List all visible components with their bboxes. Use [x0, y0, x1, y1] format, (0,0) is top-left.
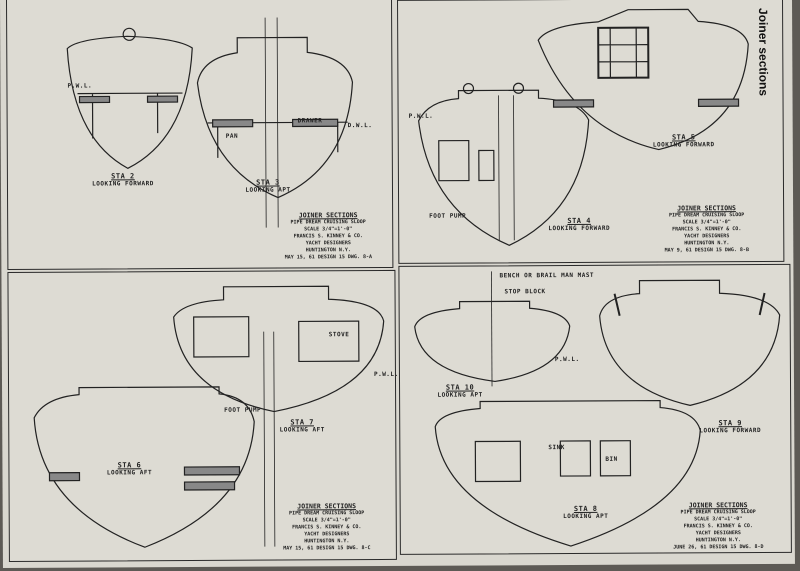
- note-pan: PAN: [225, 132, 239, 140]
- note-foot-pump: FOOT PUMP: [224, 406, 262, 414]
- panel-stations-8-9-10: BENCH OR BRAIL MAN MAST STOP BLOCK P.W.L…: [398, 263, 792, 555]
- note-foot-pump: FOOT PUMP: [429, 212, 467, 220]
- hull-drawing-sta-4-5: [418, 8, 749, 246]
- note-stove: STOVE: [328, 331, 350, 339]
- hull-drawing-sta-8-9-10: [414, 271, 781, 547]
- note-bin: BIN: [605, 455, 618, 463]
- note-pwl: P.W.L.: [373, 370, 399, 379]
- note-dwl: D.W.L.: [347, 122, 373, 130]
- hull-drawing-sta-6-7: [33, 285, 385, 548]
- note-sink: SINK: [548, 444, 565, 452]
- note-pwl: P.W.L.: [408, 112, 434, 120]
- note-mast: BENCH OR BRAIL MAN MAST: [499, 271, 595, 280]
- page-side-title: Joiner sections: [756, 7, 771, 97]
- hull-drawing-sta-2-3: [66, 17, 354, 228]
- note-pwl: P.W.L.: [554, 355, 580, 364]
- note-drawer: DRAWER: [297, 117, 323, 125]
- note-pwl: P.W.L.: [67, 82, 93, 90]
- note-stop-block: STOP BLOCK: [504, 288, 546, 296]
